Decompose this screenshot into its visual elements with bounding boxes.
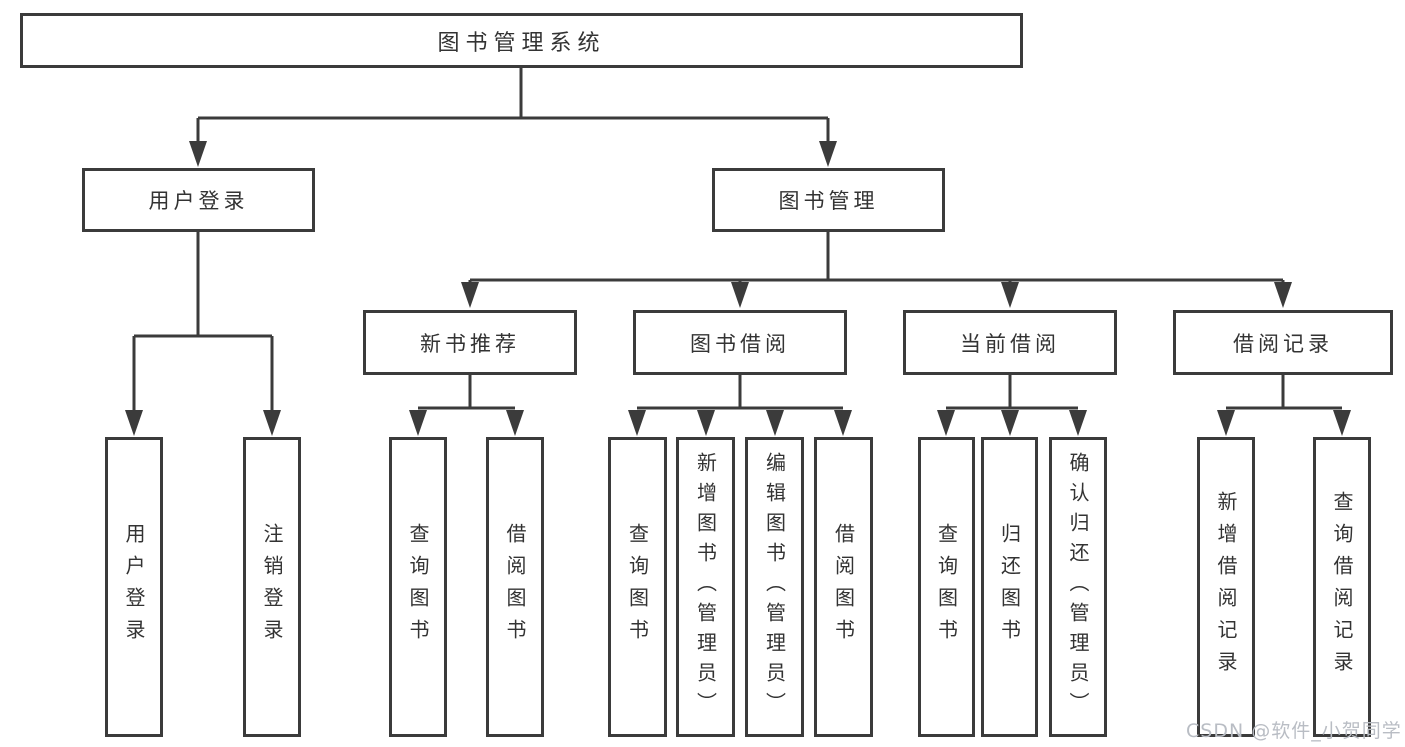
arrow-down-icon xyxy=(506,410,524,436)
current-borrow-branch-connector xyxy=(937,375,1087,436)
node-root: 图书管理系统 xyxy=(20,13,1023,68)
leaf-logout: 注销登录 xyxy=(243,437,301,737)
root-to-level2-connector xyxy=(189,68,837,167)
arrow-down-icon xyxy=(697,410,715,436)
leaf-borrow-books-2-label: 借阅图书 xyxy=(831,523,856,651)
node-current-borrow: 当前借阅 xyxy=(903,310,1117,375)
node-borrow-records-label: 借阅记录 xyxy=(1233,331,1333,356)
arrow-down-icon xyxy=(1274,282,1292,308)
csdn-watermark: CSDN @软件_小贺同学 xyxy=(1186,720,1402,742)
leaf-query-books-1: 查询图书 xyxy=(389,437,447,737)
node-book-borrow-label: 图书借阅 xyxy=(690,331,790,356)
arrow-down-icon xyxy=(409,410,427,436)
arrow-down-icon xyxy=(263,410,281,436)
leaf-query-borrow-record-label: 查询借阅记录 xyxy=(1330,491,1354,683)
leaf-borrow-books-2: 借阅图书 xyxy=(814,437,873,737)
arrow-down-icon xyxy=(819,141,837,167)
book-management-branch-connector xyxy=(461,232,1292,308)
arrow-down-icon xyxy=(1333,410,1351,436)
node-book-borrow: 图书借阅 xyxy=(633,310,847,375)
leaf-return-books: 归还图书 xyxy=(981,437,1038,737)
leaf-add-borrow-record-label: 新增借阅记录 xyxy=(1214,491,1238,683)
leaf-return-books-label: 归还图书 xyxy=(997,523,1022,651)
arrow-down-icon xyxy=(1001,410,1019,436)
node-new-book-recommend: 新书推荐 xyxy=(363,310,577,375)
arrow-down-icon xyxy=(628,410,646,436)
arrow-down-icon xyxy=(1217,410,1235,436)
leaf-confirm-return-admin-label: 确认归还（管理员） xyxy=(1066,452,1090,722)
node-current-borrow-label: 当前借阅 xyxy=(960,331,1060,356)
arrow-down-icon xyxy=(125,410,143,436)
arrow-down-icon xyxy=(766,410,784,436)
arrow-down-icon xyxy=(1069,410,1087,436)
leaf-query-books-2-label: 查询图书 xyxy=(625,523,650,651)
arrow-down-icon xyxy=(937,410,955,436)
node-new-book-recommend-label: 新书推荐 xyxy=(420,331,520,356)
leaf-query-books-3-label: 查询图书 xyxy=(934,523,959,651)
leaf-query-borrow-record: 查询借阅记录 xyxy=(1313,437,1371,737)
arrow-down-icon xyxy=(834,410,852,436)
arrow-down-icon xyxy=(731,282,749,308)
user-login-branch-connector xyxy=(125,232,281,436)
leaf-add-books-admin-label: 新增图书（管理员） xyxy=(693,452,718,722)
leaf-user-login: 用户登录 xyxy=(105,437,163,737)
borrow-records-branch-connector xyxy=(1217,375,1351,436)
leaf-logout-label: 注销登录 xyxy=(260,523,284,651)
node-root-label: 图书管理系统 xyxy=(437,30,606,56)
leaf-query-books-3: 查询图书 xyxy=(918,437,975,737)
leaf-user-login-label: 用户登录 xyxy=(122,523,146,651)
leaf-edit-books-admin-label: 编辑图书（管理员） xyxy=(762,452,787,722)
arrow-down-icon xyxy=(461,282,479,308)
arrow-down-icon xyxy=(189,141,207,167)
leaf-add-borrow-record: 新增借阅记录 xyxy=(1197,437,1255,737)
leaf-borrow-books-1: 借阅图书 xyxy=(486,437,544,737)
book-borrow-branch-connector xyxy=(628,375,852,436)
node-user-login: 用户登录 xyxy=(82,168,315,232)
leaf-add-books-admin: 新增图书（管理员） xyxy=(676,437,735,737)
leaf-edit-books-admin: 编辑图书（管理员） xyxy=(745,437,804,737)
leaf-borrow-books-1-label: 借阅图书 xyxy=(503,523,527,651)
leaf-confirm-return-admin: 确认归还（管理员） xyxy=(1049,437,1107,737)
node-borrow-records: 借阅记录 xyxy=(1173,310,1393,375)
leaf-query-books-2: 查询图书 xyxy=(608,437,667,737)
node-user-login-label: 用户登录 xyxy=(148,189,249,213)
leaf-query-books-1-label: 查询图书 xyxy=(406,523,430,651)
node-book-management-label: 图书管理 xyxy=(778,189,879,213)
arrow-down-icon xyxy=(1001,282,1019,308)
node-book-management: 图书管理 xyxy=(712,168,945,232)
new-book-branch-connector xyxy=(409,375,524,436)
